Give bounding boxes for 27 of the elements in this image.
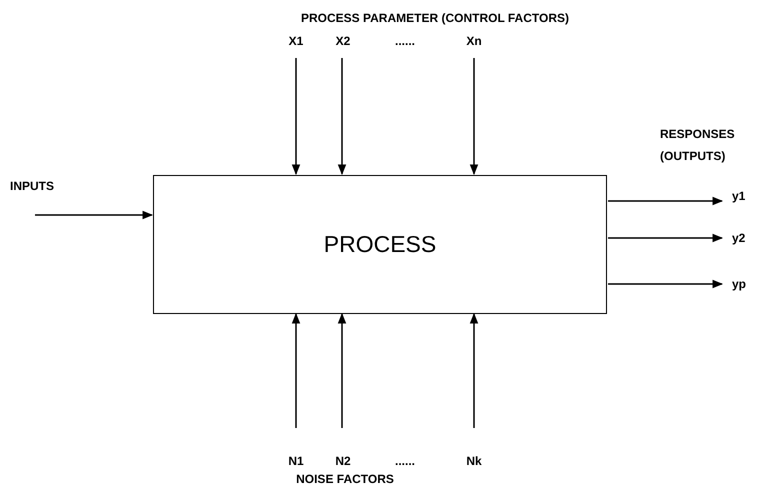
arrow <box>470 58 478 176</box>
arrow <box>338 312 346 428</box>
heading-label: PROCESS PARAMETER (CONTROL FACTORS) <box>301 11 569 25</box>
arrow <box>608 234 724 242</box>
arrow <box>608 196 724 206</box>
arrow <box>292 312 300 428</box>
variable-label: X1 <box>288 34 304 48</box>
variable-label: Xn <box>466 34 482 48</box>
variable-label: Nk <box>466 454 482 468</box>
variable-label: y2 <box>732 231 746 245</box>
variable-label: N2 <box>335 454 351 468</box>
process-box <box>153 175 607 314</box>
heading-label: ...... <box>395 34 415 48</box>
variable-label: INPUTS <box>10 179 54 193</box>
arrow <box>35 210 154 220</box>
heading-label: RESPONSES (OUTPUTS) <box>660 126 736 165</box>
heading-label: NOISE FACTORS <box>296 472 394 486</box>
arrow <box>470 312 478 428</box>
arrow <box>292 58 300 176</box>
arrow <box>608 280 724 288</box>
variable-label: X2 <box>336 34 350 48</box>
arrow <box>338 58 346 176</box>
variable-label: yp <box>732 277 746 291</box>
variable-label: y1 <box>732 189 746 203</box>
variable-label: N1 <box>288 454 304 468</box>
heading-label: ...... <box>395 454 415 468</box>
process-label: PROCESS <box>324 231 436 258</box>
